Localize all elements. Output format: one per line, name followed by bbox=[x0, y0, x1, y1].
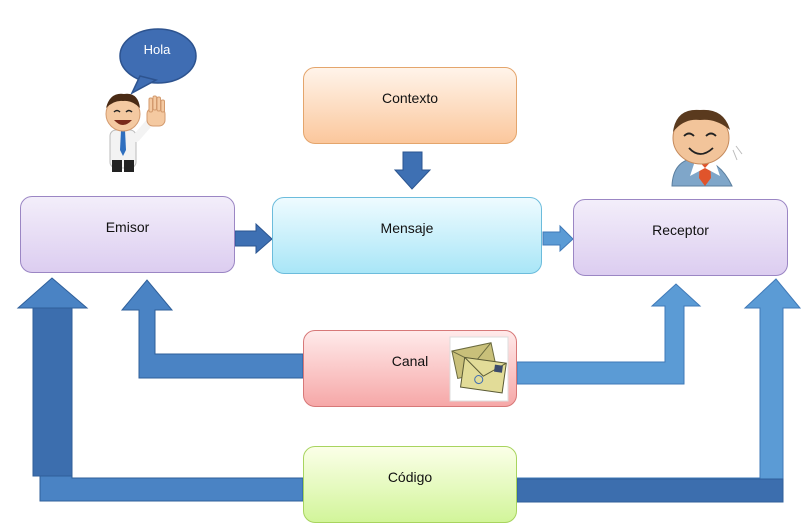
arrow-canal-receptor bbox=[516, 283, 702, 385]
arrow-contexto-mensaje bbox=[393, 151, 432, 190]
arrow-codigo-receptor-bottom bbox=[516, 478, 784, 503]
arrow-canal-emisor bbox=[120, 279, 304, 379]
contexto-node: Contexto bbox=[303, 67, 517, 144]
contexto-label: Contexto bbox=[381, 90, 439, 106]
arrow-codigo-emisor-shaft bbox=[32, 307, 73, 477]
emisor-label: Emisor bbox=[105, 219, 150, 235]
emisor-node: Emisor bbox=[20, 196, 235, 273]
codigo-node: Código bbox=[303, 446, 517, 523]
speech-bubble bbox=[119, 28, 197, 95]
receptor-node: Receptor bbox=[573, 199, 788, 276]
arrow-emisor-mensaje bbox=[234, 222, 273, 255]
canal-label: Canal bbox=[391, 353, 429, 369]
canal-node: Canal bbox=[303, 330, 517, 407]
smiling-man-icon bbox=[671, 109, 743, 187]
receptor-label: Receptor bbox=[652, 222, 709, 238]
speech-bubble-text: Hola bbox=[143, 42, 171, 57]
waving-man-icon bbox=[105, 93, 166, 172]
arrow-codigo-receptor bbox=[516, 278, 802, 503]
mensaje-label: Mensaje bbox=[380, 220, 434, 236]
arrow-mensaje-receptor bbox=[542, 224, 574, 253]
mensaje-node: Mensaje bbox=[272, 197, 542, 274]
codigo-label: Código bbox=[387, 469, 433, 485]
